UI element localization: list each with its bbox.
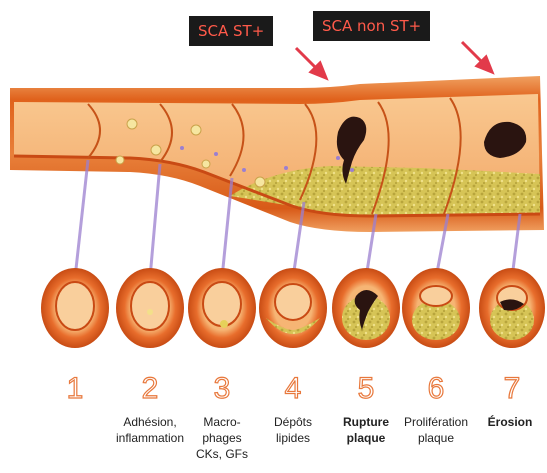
- stage-number-2: 2: [130, 372, 170, 406]
- stage-label-6: Prolifération plaque: [394, 414, 478, 446]
- artery-longitudinal: [10, 76, 544, 232]
- stage-number-7: 7: [492, 372, 532, 406]
- callout-sca-non-st-plus: SCA non ST+: [313, 11, 430, 41]
- callout-arrows: [296, 42, 492, 78]
- stage-number-5: 5: [346, 372, 386, 406]
- cross-section-5: [332, 268, 400, 348]
- stage-label-3: Macro- phages CKs, GFs: [187, 414, 257, 462]
- stage-number-1: 1: [55, 372, 95, 406]
- stage-label-4: Dépôts lipides: [263, 414, 323, 446]
- cross-section-2: [116, 268, 184, 348]
- stage-number-3: 3: [202, 372, 242, 406]
- stage-number-4: 4: [273, 372, 313, 406]
- stage-label-2: Adhésion, inflammation: [105, 414, 195, 446]
- cross-section-6: [402, 268, 470, 348]
- callout-sca-st-plus: SCA ST+: [189, 16, 273, 46]
- cross-section-4: [259, 268, 327, 348]
- cross-section-3: [188, 268, 256, 348]
- stage-label-7: Érosion: [475, 414, 545, 430]
- cross-section-7: [479, 268, 545, 348]
- stage-number-6: 6: [416, 372, 456, 406]
- cross-section-1: [41, 268, 109, 348]
- stage-label-5: Rupture plaque: [331, 414, 401, 446]
